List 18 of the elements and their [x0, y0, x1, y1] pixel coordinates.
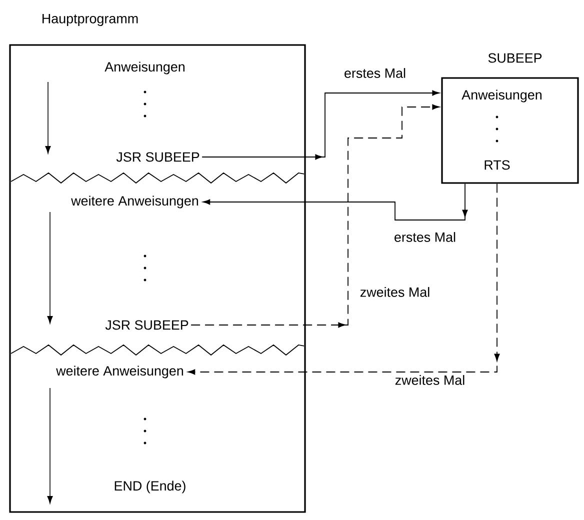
box-title: SUBEEP	[488, 53, 542, 63]
edge-label: zweites Mal	[393, 374, 467, 386]
edge-label: zweites Mal	[358, 286, 432, 298]
instruction-text: Anweisungen	[104, 62, 184, 74]
instruction-text: weitere Anweisungen	[56, 366, 184, 378]
arrow	[188, 183, 500, 375]
instruction-text: RTS	[484, 160, 510, 170]
instruction-text: JSR SUBEEP	[105, 320, 188, 330]
arrow	[202, 183, 468, 220]
arrow	[190, 104, 440, 328]
edge-label: erstes Mal	[342, 66, 408, 80]
instruction-text: weitere Anweisungen	[71, 196, 198, 208]
box-title: Hauptprogramm	[42, 14, 138, 26]
instruction-text: Anweisungen	[462, 90, 542, 102]
edge-label: erstes Mal	[392, 230, 458, 244]
instruction-text: END (Ende)	[114, 480, 186, 494]
instruction-text: JSR SUBEEP	[116, 152, 200, 162]
arrow	[202, 90, 440, 160]
